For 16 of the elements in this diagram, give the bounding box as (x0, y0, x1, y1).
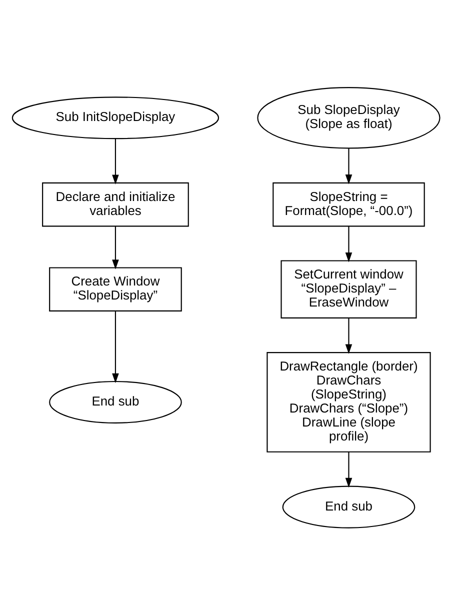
arrow (345, 226, 352, 262)
node-box: DrawRectangle (border) DrawChars (SlopeString) DrawChars (“Slope”) DrawLine (slope profile) (266, 351, 431, 452)
arrow (345, 318, 352, 354)
node-box: SetCurrent window “SlopeDisplay” – EraseWindow (280, 260, 417, 318)
node-box: Declare and initialize variables (42, 182, 189, 226)
node-box: Create Window “SlopeDisplay” (49, 266, 182, 311)
arrow (112, 310, 119, 383)
node-ellipse: End sub (49, 380, 182, 423)
node-box: SlopeString = Format(Slope, “-00.0”) (272, 182, 425, 226)
node-ellipse: End sub (282, 485, 416, 528)
node-ellipse: Sub InitSlopeDisplay (12, 96, 220, 139)
node-ellipse: Sub SlopeDisplay (Slope as float) (257, 86, 440, 148)
arrow (112, 226, 119, 269)
arrow (345, 148, 352, 184)
arrow (345, 451, 352, 488)
arrow (112, 138, 119, 184)
